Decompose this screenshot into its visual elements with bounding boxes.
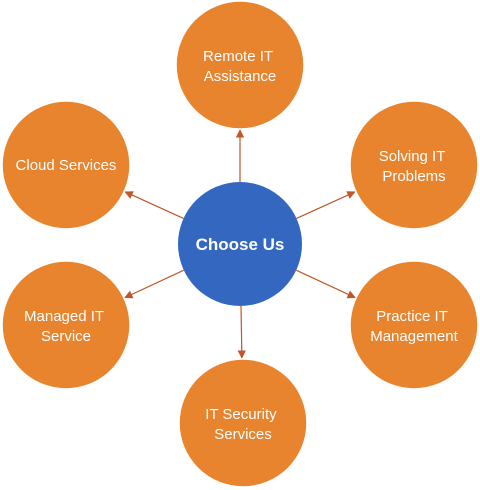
node-circle-solving-it-problems	[349, 100, 479, 230]
node-circle-cloud-services	[1, 100, 131, 230]
node-managed-it-service: Managed IT Service	[1, 260, 131, 390]
node-line: IT Security	[205, 406, 277, 423]
node-line: Problems	[382, 168, 445, 185]
node-line: Managed IT	[24, 308, 104, 325]
node-line: Management	[370, 328, 458, 345]
center-node: Choose Us	[178, 182, 302, 306]
node-label-cloud-services: Cloud Services	[16, 157, 117, 174]
node-remote-it-assistance: Remote IT Assistance	[175, 0, 305, 130]
node-circle-managed-it-service	[1, 260, 131, 390]
center-circle	[178, 182, 302, 306]
node-line: Service	[41, 328, 91, 345]
node-line: Solving IT	[379, 148, 446, 165]
node-line: Practice IT	[376, 308, 448, 325]
node-line: Cloud Services	[16, 157, 117, 174]
connectors	[124, 129, 356, 359]
node-line: Assistance	[204, 68, 277, 85]
node-circle-remote-it-assistance	[175, 0, 305, 130]
connector-solving-it-problems	[296, 191, 356, 219]
connector-it-security-services	[237, 305, 246, 359]
connector-practice-it-management	[295, 269, 356, 299]
connector-cloud-services	[124, 191, 184, 219]
connector-managed-it-service	[124, 269, 185, 299]
node-label-managed-it-service: Managed IT Service	[24, 308, 108, 345]
node-label-solving-it-problems: Solving IT Problems	[379, 148, 450, 185]
node-it-security-services: IT Security Services	[178, 358, 308, 488]
node-circle-practice-it-management	[349, 260, 479, 390]
center-label: Choose Us	[196, 235, 285, 254]
node-label-it-security-services: IT Security Services	[205, 406, 281, 443]
node-label-practice-it-management: Practice IT Management	[370, 308, 458, 345]
node-solving-it-problems: Solving IT Problems	[349, 100, 479, 230]
node-line: Remote IT	[203, 48, 273, 65]
node-label-remote-it-assistance: Remote IT Assistance	[203, 48, 277, 85]
node-cloud-services: Cloud Services	[1, 100, 131, 230]
node-practice-it-management: Practice IT Management	[349, 260, 479, 390]
node-circle-it-security-services	[178, 358, 308, 488]
node-line: Services	[214, 426, 272, 443]
